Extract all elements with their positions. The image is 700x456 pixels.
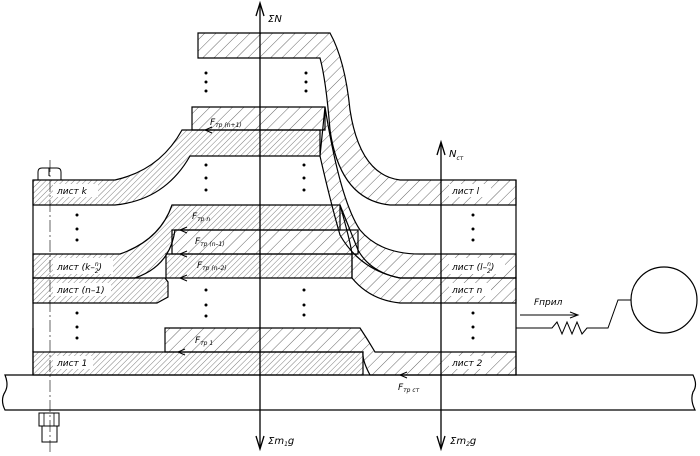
sheet-n-minus-1-middle	[171, 229, 359, 255]
sheet-k-label: лист k	[56, 187, 88, 197]
friction-arrows	[176, 126, 420, 379]
applied-force-arrow	[520, 311, 580, 319]
sum-m1g-label: Σm1g	[268, 436, 294, 448]
sheet-2-label: лист 2	[451, 359, 483, 369]
sheet-l-label: лист l	[451, 187, 480, 197]
ellipsis-dots	[75, 71, 475, 340]
f-tr-n-plus-1-label: Fтр (n+1)	[210, 118, 242, 129]
axis-sum-n	[255, 0, 265, 452]
n-st-label: Nст	[449, 149, 464, 162]
f-tr-st-label: Fтр ст	[398, 383, 420, 394]
sheet-1-label: лист 1	[56, 359, 87, 369]
weight-ball	[630, 266, 698, 334]
f-tr-1-label: Fтр 1	[195, 336, 213, 347]
f-tr-n-label: Fтр n	[192, 212, 210, 223]
bolt-icon	[38, 412, 60, 443]
f-pril-label: Fприл	[534, 298, 563, 308]
sum-n-label: ΣN	[268, 14, 282, 25]
f-tr-n-minus-2-label: Fтр (n–2)	[197, 261, 227, 272]
sheet-2	[164, 327, 517, 376]
f-tr-n-minus-1-label: Fтр (n–1)	[195, 237, 225, 248]
screw-icon	[37, 167, 62, 180]
sheet-curve-n	[339, 204, 517, 304]
sum-m2g-label: Σm2g	[450, 436, 476, 448]
axis-n-st	[436, 139, 446, 452]
sheet-n-label: лист n	[451, 286, 483, 296]
sheet-n-minus-2	[165, 253, 353, 279]
spring-icon	[516, 299, 632, 336]
sheet-n-minus-1-label: лист (n–1)	[56, 286, 105, 296]
base-plate	[1, 374, 697, 411]
